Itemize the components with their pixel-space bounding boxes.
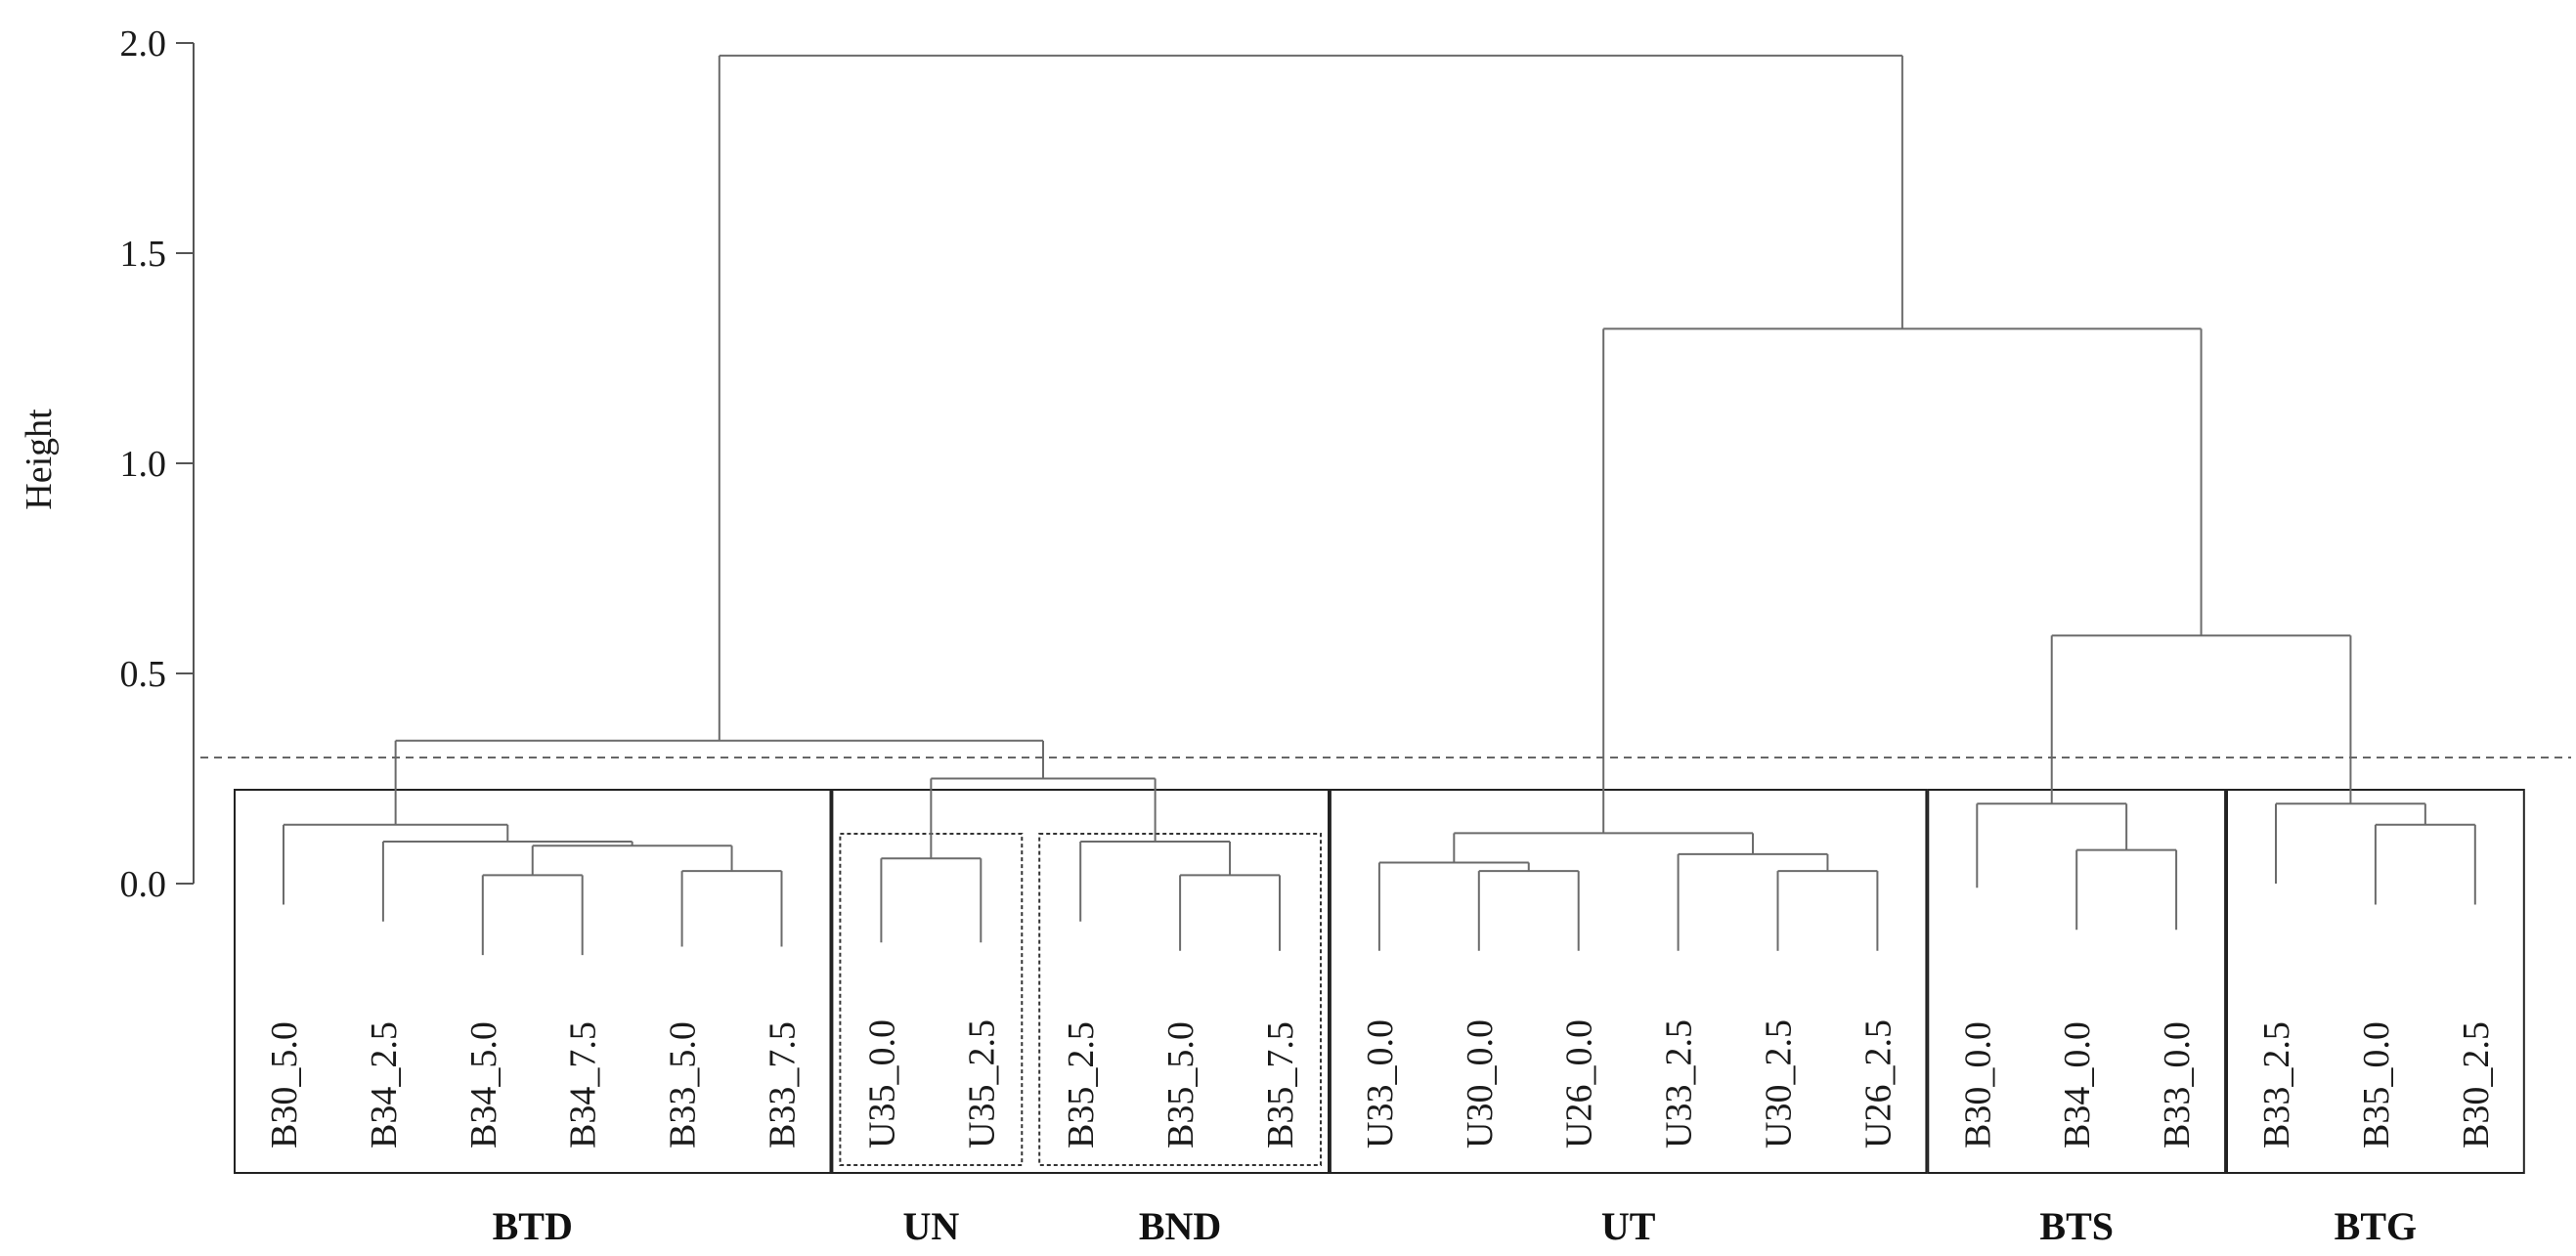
leaf-label: B33_7.5 xyxy=(763,1021,804,1148)
leaf-label: U33_0.0 xyxy=(1360,1019,1401,1148)
group-label: BTS xyxy=(2039,1204,2114,1248)
leaf-label: U26_0.0 xyxy=(1559,1019,1600,1148)
cluster-box xyxy=(831,789,1331,1174)
y-tick-label: 1.0 xyxy=(120,444,167,485)
y-axis-label: Height xyxy=(19,409,60,510)
leaf-label: B33_0.0 xyxy=(2157,1021,2198,1148)
dendrogram-tree xyxy=(200,54,2571,956)
leaf-label: U35_0.0 xyxy=(861,1019,902,1148)
leaf-label: B35_0.0 xyxy=(2356,1021,2397,1148)
y-tick-label: 2.0 xyxy=(120,23,167,65)
leaf-label: U30_0.0 xyxy=(1460,1019,1501,1148)
leaf-label: U33_2.5 xyxy=(1659,1019,1700,1148)
leaf-labels: B30_5.0 B34_2.5 B34_5.0 B34_7.5 B33_5.0 B33_7… xyxy=(264,1019,2497,1148)
leaf-label: U30_2.5 xyxy=(1759,1019,1800,1148)
leaf-label: B33_2.5 xyxy=(2256,1021,2297,1148)
y-tick-label: 0.5 xyxy=(120,654,167,695)
group-label: UT xyxy=(1601,1204,1656,1248)
leaf-label: B30_2.5 xyxy=(2456,1021,2497,1148)
y-axis: 0.0 0.5 1.0 1.5 2.0 xyxy=(120,23,195,905)
group-label: BND xyxy=(1139,1204,1221,1248)
cluster-box xyxy=(1927,789,2227,1174)
group-label: UN xyxy=(902,1204,959,1248)
y-tick-label: 1.5 xyxy=(120,234,167,275)
group-labels: BTD UN BND UT BTS BTG xyxy=(493,1204,2418,1248)
cluster-box xyxy=(1329,789,1928,1174)
group-label: BTG xyxy=(2335,1204,2417,1248)
cluster-box xyxy=(2226,789,2525,1174)
leaf-label: B35_7.5 xyxy=(1260,1021,1301,1148)
leaf-label: B34_0.0 xyxy=(2057,1021,2098,1148)
leaf-label: U26_2.5 xyxy=(1857,1019,1899,1148)
leaf-label: B34_5.0 xyxy=(463,1021,504,1148)
leaf-label: B35_2.5 xyxy=(1061,1021,1102,1148)
leaf-label: B34_7.5 xyxy=(563,1021,604,1148)
cluster-box xyxy=(234,789,832,1174)
sub-cluster-box xyxy=(1038,833,1322,1166)
y-tick-label: 0.0 xyxy=(120,864,167,905)
leaf-label: B35_5.0 xyxy=(1160,1021,1201,1148)
group-label: BTD xyxy=(493,1204,573,1248)
leaf-label: U35_2.5 xyxy=(961,1019,1002,1148)
leaf-label: B30_0.0 xyxy=(1957,1021,1998,1148)
leaf-label: B34_2.5 xyxy=(364,1021,405,1148)
leaf-label: B33_5.0 xyxy=(663,1021,704,1148)
leaf-label: B30_5.0 xyxy=(264,1021,305,1148)
